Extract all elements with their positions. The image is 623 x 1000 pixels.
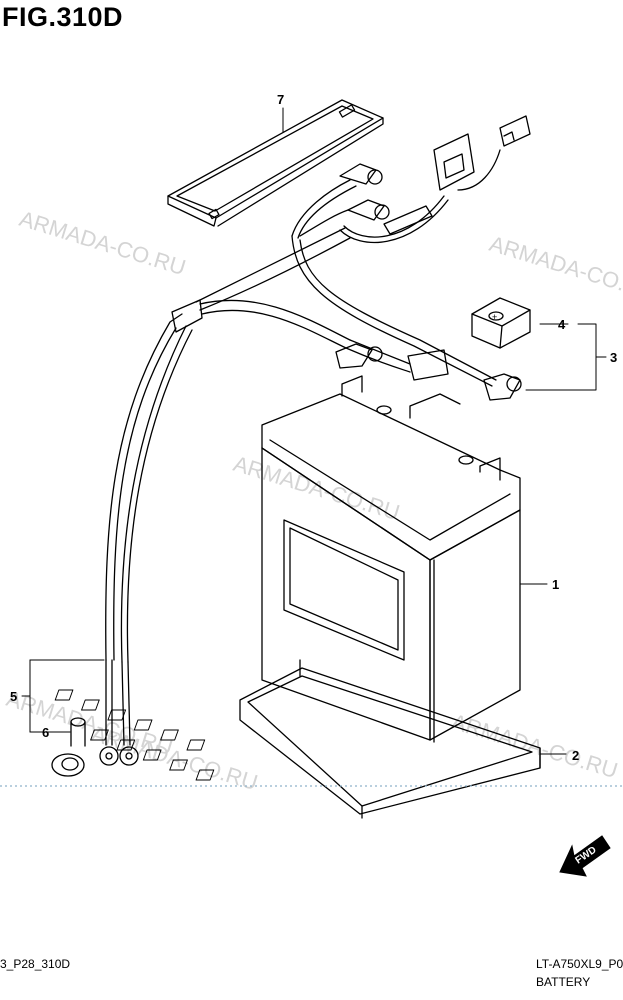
- fwd-arrow-icon: FWD: [559, 835, 611, 877]
- footer-model-code: LT-A750XL9_P03: [536, 957, 623, 971]
- figure-title: FIG.310D: [2, 2, 124, 32]
- callout-6: 6: [42, 725, 49, 740]
- leader-lines: [21, 107, 607, 755]
- battery-strap: [167, 99, 384, 227]
- terminal-cover: [471, 297, 531, 349]
- footer-figure-code: 3_P28_310D: [0, 957, 71, 971]
- callout-4: 4: [558, 317, 566, 332]
- watermark: ARMADA-CO.RU: [487, 231, 623, 305]
- wiring-harness: [99, 115, 531, 766]
- battery: [261, 375, 521, 743]
- terminal-plus-symbol: +: [492, 312, 497, 322]
- watermark: ARMADA-CO.RU: [231, 451, 403, 525]
- callout-labels: 7 1 2 4 3 5 6: [10, 92, 617, 763]
- callout-5: 5: [10, 689, 17, 704]
- callout-1: 1: [552, 577, 559, 592]
- watermark: ARMADA-CO.RU: [89, 721, 261, 795]
- battery-tray: [54, 659, 541, 819]
- callout-2: 2: [572, 748, 579, 763]
- watermark: ARMADA-CO.RU: [17, 206, 189, 280]
- wire-clamp: [51, 717, 86, 777]
- callout-3: 3: [610, 350, 617, 365]
- callout-7: 7: [277, 92, 284, 107]
- footer-section-name: BATTERY: [536, 975, 591, 989]
